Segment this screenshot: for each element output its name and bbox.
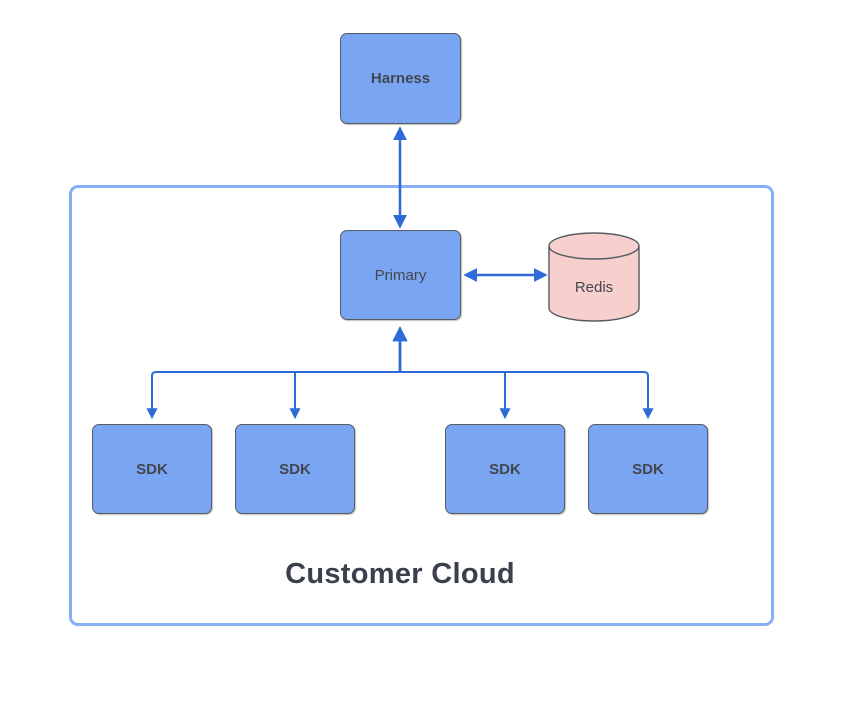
node-harness-label: Harness xyxy=(370,70,431,87)
node-sdk-3-label: SDK xyxy=(489,460,521,478)
node-sdk-1-label: SDK xyxy=(136,460,168,478)
node-sdk-4[interactable]: SDK xyxy=(588,424,708,514)
customer-cloud-container[interactable] xyxy=(69,185,774,626)
node-primary-label: Primary xyxy=(374,266,427,284)
node-sdk-1[interactable]: SDK xyxy=(92,424,212,514)
node-sdk-4-label: SDK xyxy=(632,460,664,478)
node-redis-label: Redis xyxy=(574,278,614,296)
node-redis[interactable]: Redis xyxy=(548,232,640,322)
customer-cloud-label: Customer Cloud xyxy=(285,558,515,590)
node-sdk-3[interactable]: SDK xyxy=(445,424,565,514)
cylinder-icon xyxy=(548,232,640,322)
node-sdk-2[interactable]: SDK xyxy=(235,424,355,514)
node-harness[interactable]: Harness xyxy=(340,33,461,124)
node-sdk-2-label: SDK xyxy=(279,460,311,478)
node-primary[interactable]: Primary xyxy=(340,230,461,320)
